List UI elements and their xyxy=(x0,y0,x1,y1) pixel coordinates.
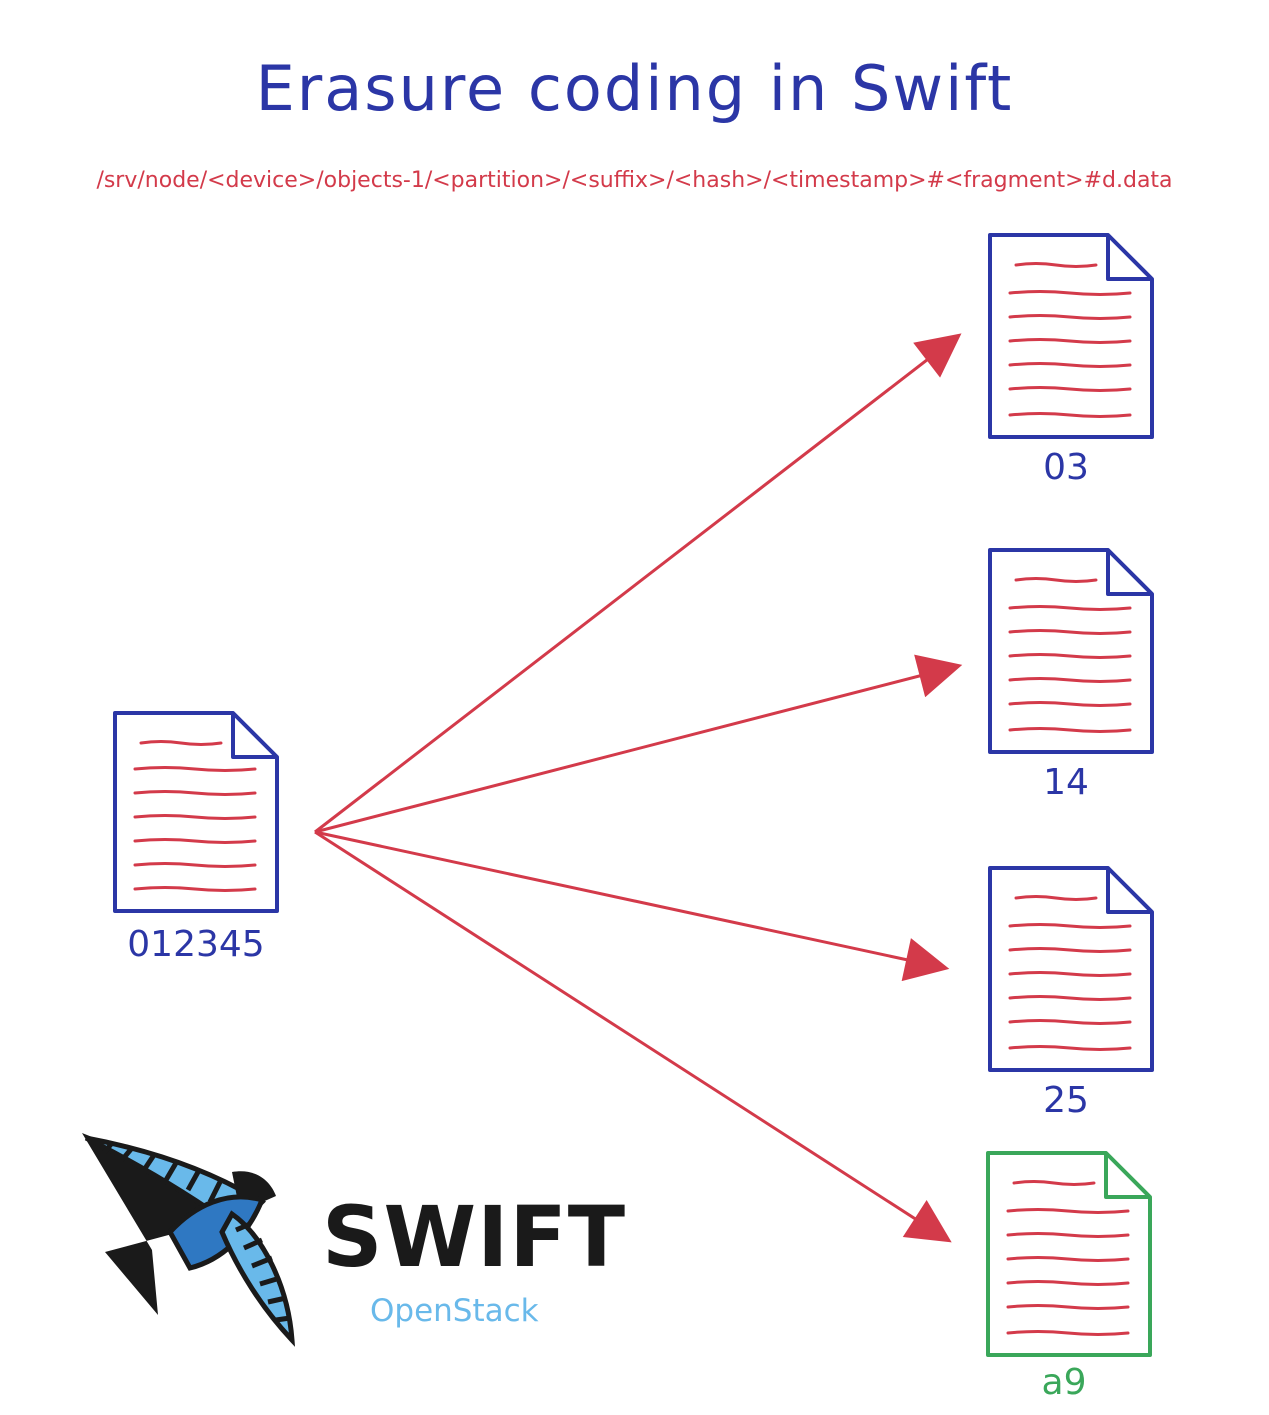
fragment-document-icon-4 xyxy=(986,1151,1152,1357)
diagram-title: Erasure coding in Swift xyxy=(255,52,1014,125)
fragment-label-3: 25 xyxy=(1043,1080,1089,1121)
fragment-document-icon-1 xyxy=(988,233,1154,439)
arrow-to-fragment-2 xyxy=(314,654,963,834)
arrow-to-fragment-3 xyxy=(314,830,950,982)
swift-bird-icon xyxy=(82,1133,296,1347)
source-document-label: 012345 xyxy=(127,924,265,965)
fragment-label-4: a9 xyxy=(1041,1362,1087,1403)
object-path-template: /srv/node/<device>/objects-1/<partition>… xyxy=(96,168,1173,193)
distribution-arrows xyxy=(314,333,963,1243)
fragment-document-icon-2 xyxy=(988,548,1154,754)
arrow-to-fragment-1 xyxy=(314,333,962,834)
logo-subtitle: OpenStack xyxy=(370,1293,539,1329)
logo-wordmark: SWIFT xyxy=(322,1188,627,1286)
fragment-document-icon-3 xyxy=(988,866,1154,1072)
arrow-to-fragment-4 xyxy=(314,830,952,1243)
fragment-label-1: 03 xyxy=(1043,447,1089,488)
fragment-label-2: 14 xyxy=(1043,762,1089,803)
source-document-icon xyxy=(113,711,279,913)
